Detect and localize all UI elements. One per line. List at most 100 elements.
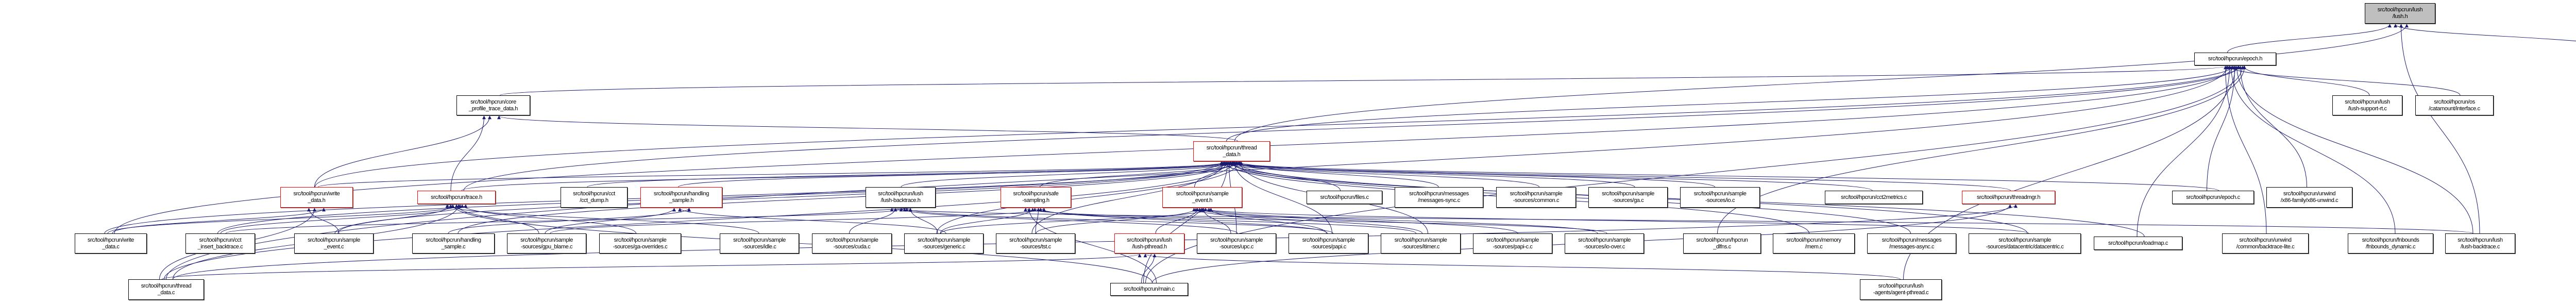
node-main-c[interactable]: src/tool/hpcrun/main.c: [1110, 283, 1188, 296]
node-catamount-interface-c[interactable]: src/tool/hpcrun/os/catamount/interface.c: [2415, 95, 2494, 115]
node-lush-pthread-h[interactable]: src/tool/hpcrun/lush/lush-pthread.h: [1114, 233, 1184, 254]
node-cct2metrics-c[interactable]: src/tool/hpcrun/cct2metrics.c: [1825, 191, 1923, 204]
node-papi-c-c[interactable]: src/tool/hpcrun/sample-sources/papi-c.c: [1473, 233, 1552, 254]
edge-thread_data_h-to-lush_h: [1234, 24, 2409, 142]
node-label-line: src/tool/hpcrun/fnbounds: [2362, 237, 2419, 243]
node-write-data-h[interactable]: src/tool/hpcrun/write_data.h: [280, 187, 353, 208]
node-mem-c[interactable]: src/tool/hpcrun/memory/mem.c: [1773, 233, 1855, 254]
node-lush-backtrace-c[interactable]: src/tool/hpcrun/lush/lush-backtrace.c: [2445, 233, 2515, 254]
node-label-line: src/tool/hpcrun/handling: [426, 237, 481, 243]
node-label-line: src/tool/hpcrun/cct2metrics.c: [1841, 194, 1907, 200]
edge-cct_insert_backtrace_c-to-lush_backtrace_h: [226, 208, 907, 234]
node-lush-backtrace-h[interactable]: src/tool/hpcrun/lush/lush-backtrace.h: [866, 187, 936, 208]
node-x86-unwind-c[interactable]: src/tool/hpcrun/unwind/x86-family/x86-un…: [2266, 187, 2352, 208]
edge-upc_c-to-sample_event_h: [1201, 208, 1231, 234]
node-label-line: _data.c: [157, 290, 175, 296]
node-messages-sync-c[interactable]: src/tool/hpcrun/messages/messages-sync.c: [1395, 187, 1483, 208]
node-label-line: _event.h: [1192, 197, 1212, 204]
edge-trace_h-to-thread_data_h: [461, 161, 1241, 191]
node-papi-c[interactable]: src/tool/hpcrun/sample-sources/papi.c: [1289, 233, 1368, 254]
node-upc-c[interactable]: src/tool/hpcrun/sample-sources/upc.c: [1197, 233, 1276, 254]
node-sample-event-h[interactable]: src/tool/hpcrun/sample_event.h: [1162, 187, 1242, 208]
edge-itimer_c-to-sample_event_h: [1192, 208, 1422, 234]
node-handling-sample-h[interactable]: src/tool/hpcrun/handling_sample.h: [640, 187, 722, 208]
node-loadmap-c[interactable]: src/tool/hpcrun/loadmap.c: [2094, 237, 2182, 250]
edge-common_c-to-thread_data_h: [1221, 161, 1539, 188]
node-label-line: src/tool/hpcrun/epoch.c: [2186, 194, 2240, 200]
node-agent-pthread-c[interactable]: src/tool/hpcrun/lush-agents/agent-pthrea…: [1860, 279, 1942, 300]
edge-sample_event_h-to-thread_data_h: [1194, 161, 1228, 188]
node-label-line: src/tool/hpcrun/sample: [1176, 191, 1229, 197]
edge-write_data_h-to-thread_data_h: [318, 161, 1235, 188]
node-threadmgr-h[interactable]: src/tool/hpcrun/threadmgr.h: [1962, 191, 2055, 204]
node-label-line: src/tool/hpcrun/main.c: [1124, 286, 1175, 292]
node-sample-event-c[interactable]: src/tool/hpcrun/sample_event.c: [294, 233, 374, 254]
node-handling-sample-c[interactable]: src/tool/hpcrun/handling_sample.c: [412, 233, 495, 254]
node-label-line: src/tool/hpcrun/messages: [1409, 191, 1469, 197]
node-files-c[interactable]: src/tool/hpcrun/files.c: [1307, 191, 1382, 204]
node-safe-sampling-h[interactable]: src/tool/hpcrun/safe-sampling.h: [1001, 187, 1071, 208]
node-label-line: _insert_backtrace.c: [197, 243, 243, 250]
node-write-data-c[interactable]: src/tool/hpcrun/write_data.c: [75, 233, 147, 254]
edge-io_c-to-thread_data_h: [1232, 161, 1715, 188]
node-label-line: src/tool/hpcrun/sample: [520, 237, 573, 243]
node-label-line: src/tool/hpcrun/lush: [1127, 237, 1172, 243]
node-label-line: /messages-sync.c: [1418, 197, 1460, 204]
node-label-line: _profile_trace_data.h: [469, 105, 518, 112]
node-common-c[interactable]: src/tool/hpcrun/sample-sources/common.c: [1496, 187, 1576, 208]
node-generic-c[interactable]: src/tool/hpcrun/sample-sources/generic.c: [904, 233, 984, 254]
node-label-line: src/tool/hpcrun/sample: [1394, 237, 1447, 243]
edge-core_profile_trace_data_h-to-epoch_h: [500, 65, 2229, 96]
edge-cct2metrics_c-to-thread_data_h: [1238, 161, 1873, 191]
edge-ga_c-to-thread_data_h: [1227, 161, 1635, 188]
node-label-line: /lush.h: [2392, 13, 2408, 20]
edge-lush_backtrace_c-to-epoch_h: [2235, 65, 2473, 234]
edge-write_data_h-to-epoch_h: [315, 65, 2240, 188]
node-trace-h[interactable]: src/tool/hpcrun/trace.h: [417, 191, 496, 204]
node-messages-async-c[interactable]: src/tool/hpcrun/messages/messages-async.…: [1867, 233, 1956, 254]
node-label-line: src/tool/hpcrun/sample: [614, 237, 667, 243]
node-datacentric-c[interactable]: src/tool/hpcrun/sample-sources/datacentr…: [1969, 233, 2081, 254]
node-hpcrun-dlfns-c[interactable]: src/tool/hpcrun/hpcrun_dlfns.c: [1683, 233, 1761, 254]
edge-catamount_interface_c-to-epoch_h: [2227, 65, 2461, 96]
node-idle-c[interactable]: src/tool/hpcrun/sample-sources/idle.c: [720, 233, 799, 254]
node-label-line: /lush-backtrace.c: [2460, 243, 2500, 250]
node-label-line: -sources/tst.c: [1020, 243, 1051, 250]
node-label-line: src/tool/hpcrun/sample: [1602, 191, 1654, 197]
node-thread-data-h[interactable]: src/tool/hpcrun/thread_data.h: [1193, 141, 1270, 161]
edge-generic_c-to-sample_event_h: [940, 208, 1213, 234]
node-label-line: /x86-family/x86-unwind.c: [2280, 197, 2338, 204]
node-cct-dump-h[interactable]: src/tool/hpcrun/cct/cct_dump.h: [561, 187, 628, 208]
edge-upc_c-to-lush_backtrace_h: [899, 208, 1238, 234]
node-ga-c[interactable]: src/tool/hpcrun/sample-sources/ga.c: [1588, 187, 1668, 208]
node-io-over-c[interactable]: src/tool/hpcrun/sample-sources/io-over.c: [1565, 233, 1644, 254]
node-itimer-c[interactable]: src/tool/hpcrun/sample-sources/itimer.c: [1381, 233, 1461, 254]
node-lush-support-rt-c[interactable]: src/tool/hpcrun/lush/lush-support-rt.c: [2332, 95, 2402, 115]
edge-tst_c-to-sample_event_h: [1036, 208, 1198, 234]
node-label-line: src/tool/hpcrun/safe: [1013, 191, 1059, 197]
edge-tst_c-to-safe_sampling_h: [1035, 208, 1040, 234]
node-label-line: src/tool/hpcrun/hpcrun: [1696, 237, 1748, 243]
edge-ga_overrides_c-to-trace_h: [460, 204, 636, 234]
node-backtrace-lite-c[interactable]: src/tool/hpcrun/unwind/common/backtrace-…: [2222, 233, 2309, 254]
node-epoch-h[interactable]: src/tool/hpcrun/epoch.h: [2194, 53, 2276, 65]
node-gpu-blame-c[interactable]: src/tool/hpcrun/sample-sources/gpu_blame…: [507, 233, 586, 254]
node-lush-h[interactable]: src/tool/hpcrun/lush/lush.h: [2365, 3, 2435, 24]
node-label-line: -sources/cuda.c: [833, 243, 871, 250]
node-tst-c[interactable]: src/tool/hpcrun/sample-sources/tst.c: [996, 233, 1075, 254]
node-label-line: src/tool/hpcrun/threadmgr.h: [1976, 194, 2041, 200]
node-core-profile-trace-data-h[interactable]: src/tool/hpcrun/core_profile_trace_data.…: [456, 95, 530, 115]
node-label-line: /cct_dump.h: [580, 197, 608, 204]
node-cct-insert-backtrace-c[interactable]: src/tool/hpcrun/cct_insert_backtrace.c: [185, 233, 255, 254]
edge-thread_data_c-to-lush_pthread_h: [162, 254, 1141, 280]
node-thread-data-c[interactable]: src/tool/hpcrun/thread_data.c: [128, 279, 204, 300]
node-label-line: src/tool/hpcrun/sample: [1210, 237, 1263, 243]
node-io-c[interactable]: src/tool/hpcrun/sample-sources/io.c: [1680, 187, 1760, 208]
node-label-line: src/tool/hpcrun/cct: [573, 191, 615, 197]
node-label-line: /lush-pthread.h: [1132, 243, 1167, 250]
node-label-line: src/tool/hpcrun/loadmap.c: [2108, 240, 2168, 246]
node-epoch-c[interactable]: src/tool/hpcrun/epoch.c: [2172, 191, 2254, 204]
node-ga-overrides-c[interactable]: src/tool/hpcrun/sample-sources/ga-overri…: [599, 233, 681, 254]
node-fnbounds-dynamic-c[interactable]: src/tool/hpcrun/fnbounds/fnbounds_dynami…: [2348, 233, 2433, 254]
node-cuda-c[interactable]: src/tool/hpcrun/sample-sources/cuda.c: [812, 233, 892, 254]
